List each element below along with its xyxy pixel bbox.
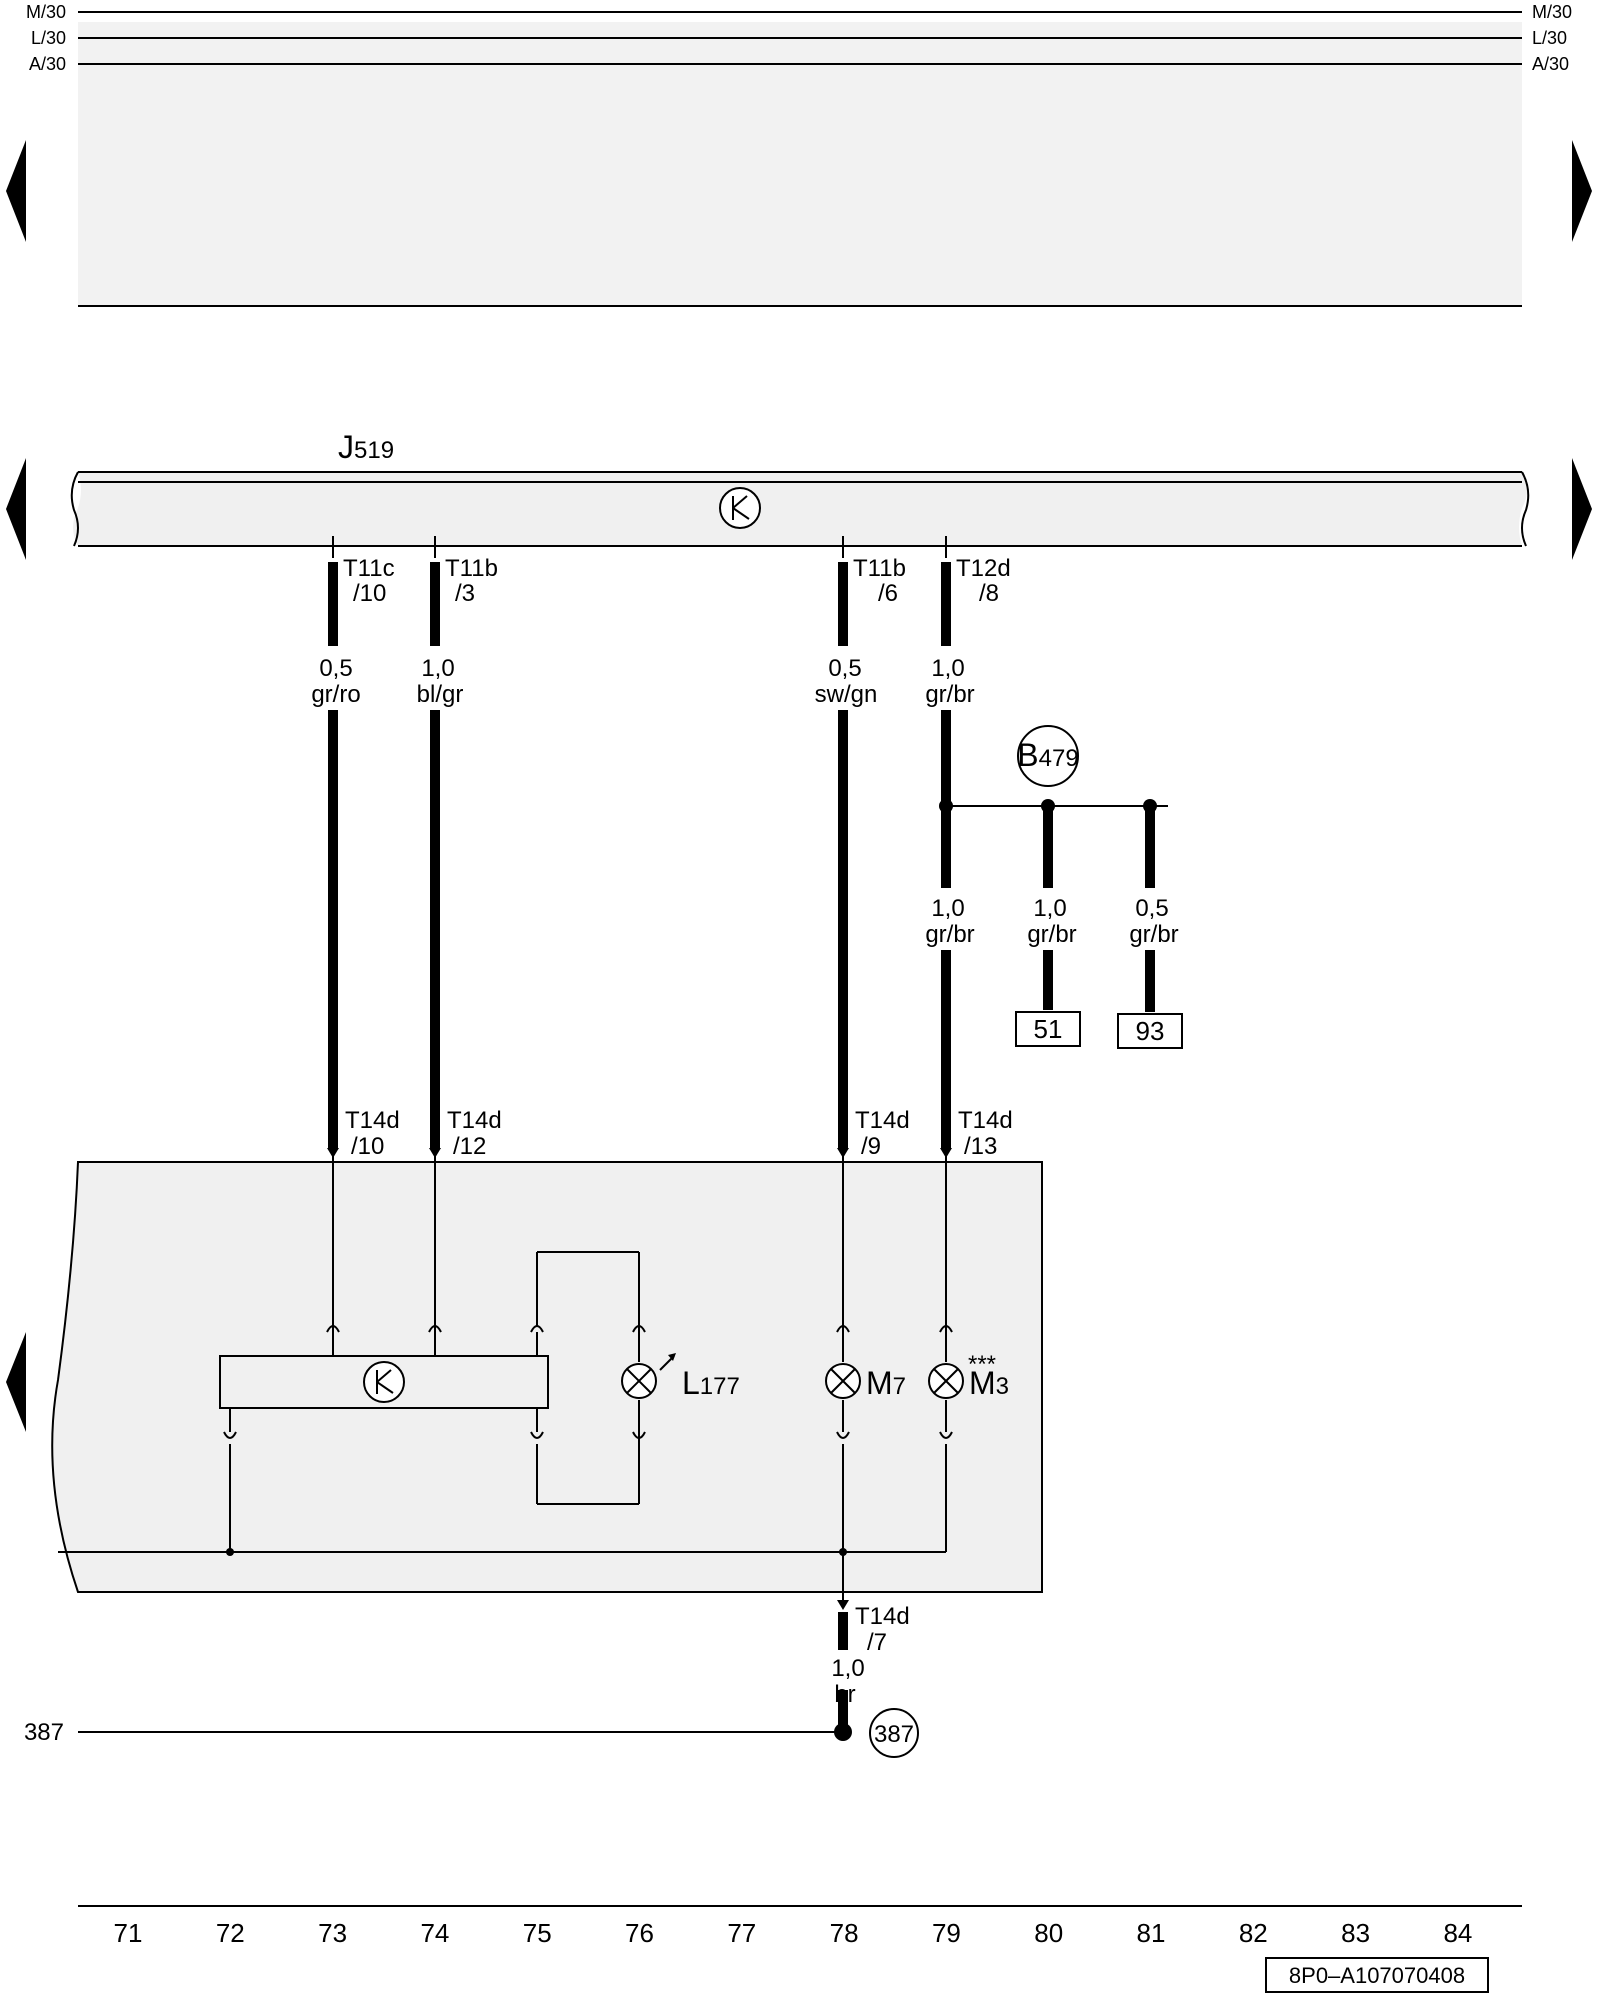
top-pin-labels: T11c /10 T11b /3 T11b /6 T12d /8 <box>343 555 1011 607</box>
wire-3-pin-b: /6 <box>878 580 898 607</box>
wire-1-color: gr/ro <box>311 681 360 708</box>
display-module-symbol-icon <box>363 1361 405 1403</box>
wire-2-pin-b: /3 <box>455 580 475 607</box>
wires-upper <box>328 562 1155 1148</box>
rail-area: M/30 L/30 A/30 M/30 L/30 A/30 <box>26 2 1572 307</box>
ground-wire: T14d /7 1,0 br 387 387 <box>24 1600 919 1758</box>
bulb-l177-label: L177 <box>682 1365 740 1401</box>
arrow-right-icon[interactable] <box>1572 140 1592 242</box>
ground-point-circle <box>869 1708 919 1758</box>
grid-number: 83 <box>1341 1918 1370 1948</box>
wire-2-pin-a: T11b <box>445 555 498 582</box>
grid-number: 79 <box>932 1918 961 1948</box>
rail-label-left-l30: L/30 <box>31 28 66 48</box>
grid-number: 77 <box>727 1918 756 1948</box>
rail-background <box>78 22 1522 306</box>
grid-number: 78 <box>830 1918 859 1948</box>
wire-2-size: 1,0 <box>421 655 454 682</box>
wire-4-size: 1,0 <box>931 655 964 682</box>
bulb-m3-note: *** <box>968 1351 996 1378</box>
branch-2-color: gr/br <box>1027 921 1076 948</box>
wire-3-color: sw/gn <box>815 681 878 708</box>
ground-point-label: 387 <box>874 1721 914 1748</box>
splice-node-3 <box>1143 799 1157 813</box>
control-unit-j519: J519 <box>70 429 1530 547</box>
wire-3-pin-bottom-a: T14d <box>855 1107 910 1134</box>
wire-4-pin-bottom-a: T14d <box>958 1107 1013 1134</box>
bulb-m7-label: M7 <box>866 1365 906 1401</box>
arrow-left-icon[interactable] <box>6 140 26 242</box>
wire-2-pin-bottom-b: /12 <box>453 1133 486 1160</box>
bulb-m3-label: M3 <box>969 1365 1009 1401</box>
branch-3-size: 0,5 <box>1135 895 1168 922</box>
rail-label-right-l30: L/30 <box>1532 28 1567 48</box>
ref-box-51[interactable] <box>1015 1011 1081 1047</box>
grid-number: 81 <box>1137 1918 1166 1948</box>
rail-label-left-a30: A/30 <box>29 54 66 74</box>
ground-wire-size: 1,0 <box>831 1655 864 1682</box>
branch-1-color: gr/br <box>925 921 974 948</box>
rail-label-right-a30: A/30 <box>1532 54 1569 74</box>
ground-wire-pin-a: T14d <box>855 1603 910 1630</box>
grid-number: 71 <box>114 1918 143 1948</box>
control-unit-label: J519 <box>338 429 394 465</box>
splice-circle <box>1017 725 1079 787</box>
branch-2-size: 1,0 <box>1033 895 1066 922</box>
grid-number: 82 <box>1239 1918 1268 1948</box>
wire-1-pin-bottom-a: T14d <box>345 1107 400 1134</box>
wire-4-pin-bottom-b: /13 <box>964 1133 997 1160</box>
rail-label-right-m30: M/30 <box>1532 2 1572 22</box>
ground-wire-color: br <box>834 1681 855 1708</box>
wire-4-pin-a: T12d <box>956 555 1011 582</box>
wire-1-size: 0,5 <box>319 655 352 682</box>
grid-number: 84 <box>1443 1918 1472 1948</box>
grid-number: 80 <box>1034 1918 1063 1948</box>
control-unit-symbol-icon <box>719 487 761 529</box>
ground-left-label: 387 <box>24 1719 64 1746</box>
wire-4-pin-b: /8 <box>979 580 999 607</box>
wire-2-color: bl/gr <box>417 681 464 708</box>
ref-box-51-label: 51 <box>1034 1014 1063 1044</box>
arrow-left-icon-3[interactable] <box>6 1332 26 1432</box>
wire-spec-labels: 0,5 gr/ro 1,0 bl/gr 0,5 sw/gn 1,0 gr/br <box>311 655 974 708</box>
ref-box-93[interactable] <box>1117 1013 1183 1049</box>
ground-wire-pin-b: /7 <box>867 1629 887 1656</box>
ref-box-93-label: 93 <box>1136 1016 1165 1046</box>
wire-1-pin-a: T11c <box>343 555 395 582</box>
rail-label-left-m30: M/30 <box>26 2 66 22</box>
grid-number: 73 <box>318 1918 347 1948</box>
splice-node-2 <box>1041 799 1055 813</box>
diagram-code-box <box>1265 1957 1489 1993</box>
control-unit-body <box>73 472 1527 546</box>
grid-number: 76 <box>625 1918 654 1948</box>
instrument-cluster: L177 M7 M3 *** <box>51 1148 1043 1600</box>
grid-number: 74 <box>420 1918 449 1948</box>
splice-label: B479 <box>1017 737 1078 773</box>
branch-3-color: gr/br <box>1129 921 1178 948</box>
wire-3-pin-a: T11b <box>853 555 906 582</box>
bulb-m7-icon <box>825 1363 861 1399</box>
splice-node-1 <box>939 799 953 813</box>
splice-b479: B479 1,0 gr/br 1,0 gr/br 0,5 gr/br 51 93 <box>925 725 1183 1049</box>
j519-stubs <box>332 536 947 558</box>
arrow-left-icon-2[interactable] <box>6 458 26 560</box>
branch-1-size: 1,0 <box>931 895 964 922</box>
arrow-right-icon-2[interactable] <box>1572 458 1592 560</box>
wire-1-pin-b: /10 <box>353 580 386 607</box>
grid-number: 72 <box>216 1918 245 1948</box>
wire-1-pin-bottom-b: /10 <box>351 1133 384 1160</box>
diagram-code: 8P0–A107070408 <box>1289 1963 1465 1988</box>
bottom-pin-labels: T14d /10 T14d /12 T14d /9 T14d /13 <box>345 1107 1013 1160</box>
wire-3-size: 0,5 <box>828 655 861 682</box>
wire-4-color: gr/br <box>925 681 974 708</box>
bulb-m3-icon <box>928 1363 964 1399</box>
grid-axis: 71 72 73 74 75 76 77 78 79 80 81 82 83 84 <box>78 1905 1522 1948</box>
grid-number: 75 <box>523 1918 552 1948</box>
wire-2-pin-bottom-a: T14d <box>447 1107 502 1134</box>
bulb-l177-icon <box>621 1353 676 1399</box>
ground-node <box>834 1723 852 1741</box>
wire-3-pin-bottom-b: /9 <box>861 1133 881 1160</box>
